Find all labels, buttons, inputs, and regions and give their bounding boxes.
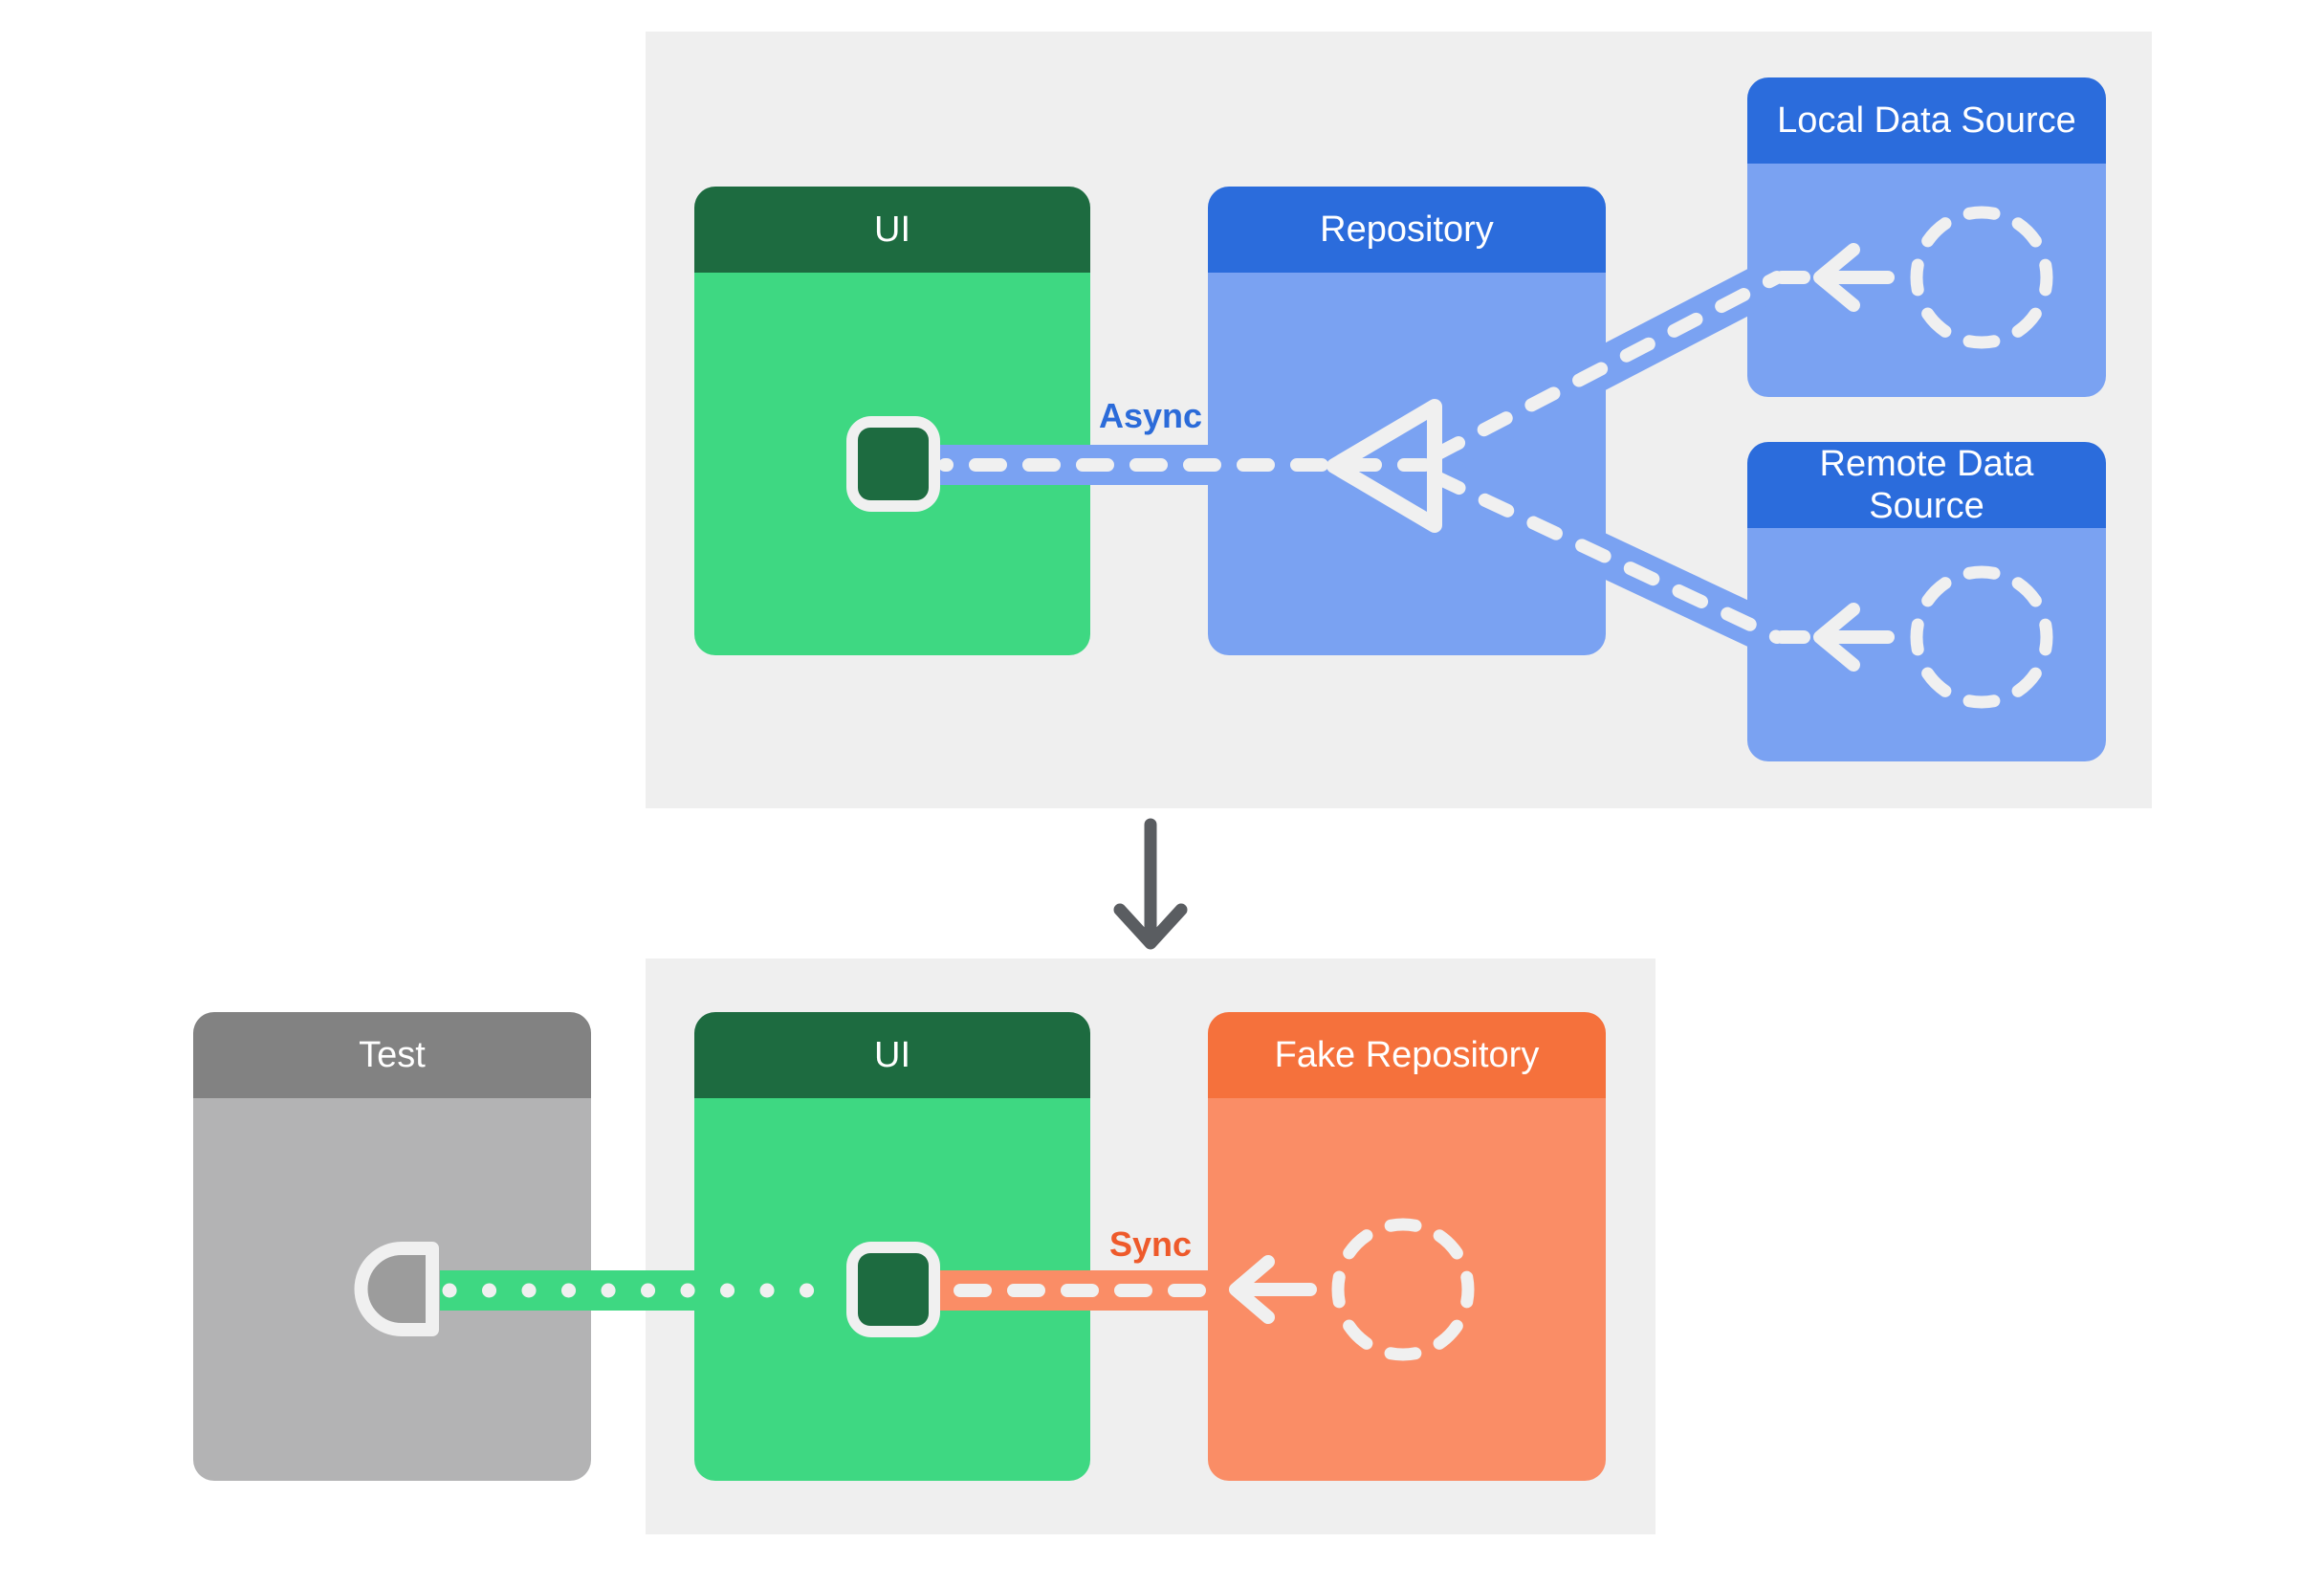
local-data-source-body <box>1747 164 2106 397</box>
async-label: Async <box>1098 396 1203 435</box>
arrow-down-head <box>1113 903 1188 950</box>
repository-card-header: Repository <box>1208 187 1606 273</box>
test-card-body <box>193 1098 591 1481</box>
remote-data-source-card: Remote Data Source <box>1747 442 2106 761</box>
repository-card-title: Repository <box>1320 209 1494 250</box>
remote-data-source-title: Remote Data Source <box>1819 443 2034 526</box>
remote-data-source-body <box>1747 528 2106 761</box>
ui-component-chip-inner <box>858 1253 929 1326</box>
ui-component-chip-icon <box>846 416 940 512</box>
repository-card-body <box>1208 273 1606 655</box>
sync-label: Sync <box>1108 1224 1193 1264</box>
fake-repository-card: Fake Repository <box>1208 1012 1606 1481</box>
ui-card-bottom-title: UI <box>874 1034 910 1075</box>
arrow-down-icon <box>1113 818 1188 950</box>
test-card-title: Test <box>359 1034 426 1075</box>
ui-component-chip-inner <box>858 428 929 500</box>
fake-repository-header: Fake Repository <box>1208 1012 1606 1098</box>
local-data-source-header: Local Data Source <box>1747 77 2106 164</box>
ui-card-bottom-header: UI <box>694 1012 1090 1098</box>
fake-repository-body <box>1208 1098 1606 1481</box>
remote-data-source-header: Remote Data Source <box>1747 442 2106 528</box>
ui-card-top-title: UI <box>874 209 910 250</box>
repository-card: Repository <box>1208 187 1606 655</box>
ui-component-chip-icon <box>846 1242 940 1337</box>
test-card: Test <box>193 1012 591 1481</box>
fake-repository-title: Fake Repository <box>1274 1034 1540 1075</box>
local-data-source-title: Local Data Source <box>1777 99 2076 141</box>
test-card-header: Test <box>193 1012 591 1098</box>
ui-card-top-header: UI <box>694 187 1090 273</box>
local-data-source-card: Local Data Source <box>1747 77 2106 397</box>
